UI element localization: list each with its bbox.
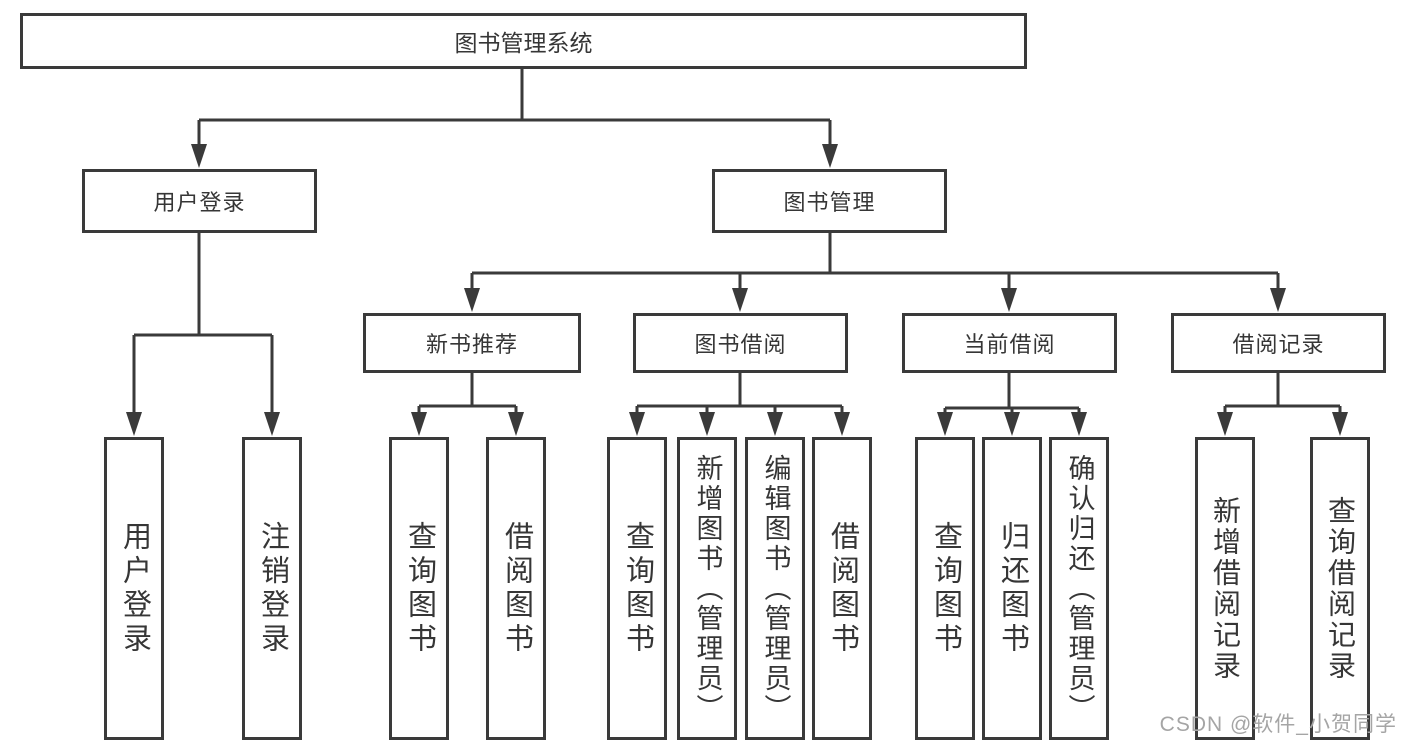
leaf-label: 借阅图书 <box>500 520 533 657</box>
watermark: CSDN @软件_小贺同学 <box>1159 713 1397 736</box>
node-leaf-query-books-3: 查询图书 <box>915 437 975 740</box>
arrowheads <box>126 144 1348 436</box>
leaf-label: 确认归还（管理员） <box>1064 453 1095 724</box>
edge-bookmgmt-to-level3 <box>470 233 1280 295</box>
node-leaf-user-login: 用户登录 <box>104 437 164 740</box>
node-leaf-borrow-books-1: 借阅图书 <box>486 437 546 740</box>
node-new-book-recommend: 新书推荐 <box>363 313 581 373</box>
node-user-login: 用户登录 <box>82 169 317 233</box>
edge-bookborrow-to-leaves <box>635 373 844 418</box>
node-leaf-confirm-return-admin: 确认归还（管理员） <box>1049 437 1109 740</box>
connector-edges <box>132 69 1342 418</box>
node-leaf-query-borrow-record: 查询借阅记录 <box>1310 437 1370 740</box>
node-leaf-borrow-books-2: 借阅图书 <box>812 437 872 740</box>
leaf-label: 新增借阅记录 <box>1210 495 1241 682</box>
leaf-label: 查询图书 <box>929 520 962 657</box>
leaf-label: 查询图书 <box>403 520 436 657</box>
node-book-management: 图书管理 <box>712 169 947 233</box>
edge-borrowrecord-to-leaves <box>1223 373 1342 418</box>
edge-newbook-to-leaves <box>417 373 518 418</box>
leaf-label: 用户登录 <box>118 520 151 657</box>
leaf-label: 查询借阅记录 <box>1325 495 1356 682</box>
node-leaf-edit-books-admin: 编辑图书（管理员） <box>745 437 805 740</box>
node-leaf-add-books-admin: 新增图书（管理员） <box>677 437 737 740</box>
leaf-label: 归还图书 <box>996 520 1029 657</box>
node-root: 图书管理系统 <box>20 13 1027 69</box>
node-book-borrowing: 图书借阅 <box>633 313 848 373</box>
node-leaf-return-books: 归还图书 <box>982 437 1042 740</box>
node-current-borrowing: 当前借阅 <box>902 313 1117 373</box>
leaf-label: 新增图书（管理员） <box>692 453 723 724</box>
edge-userlogin-to-leaves <box>132 233 274 418</box>
leaf-label: 编辑图书（管理员） <box>760 453 791 724</box>
edge-currentborrow-to-leaves <box>943 373 1081 418</box>
leaf-label: 注销登录 <box>256 520 289 657</box>
node-leaf-query-books-1: 查询图书 <box>389 437 449 740</box>
node-leaf-add-borrow-record: 新增借阅记录 <box>1195 437 1255 740</box>
leaf-label: 借阅图书 <box>826 520 859 657</box>
node-leaf-logout: 注销登录 <box>242 437 302 740</box>
edge-root-to-level2 <box>197 69 832 150</box>
node-borrowing-records: 借阅记录 <box>1171 313 1386 373</box>
leaf-label: 查询图书 <box>621 520 654 657</box>
node-leaf-query-books-2: 查询图书 <box>607 437 667 740</box>
